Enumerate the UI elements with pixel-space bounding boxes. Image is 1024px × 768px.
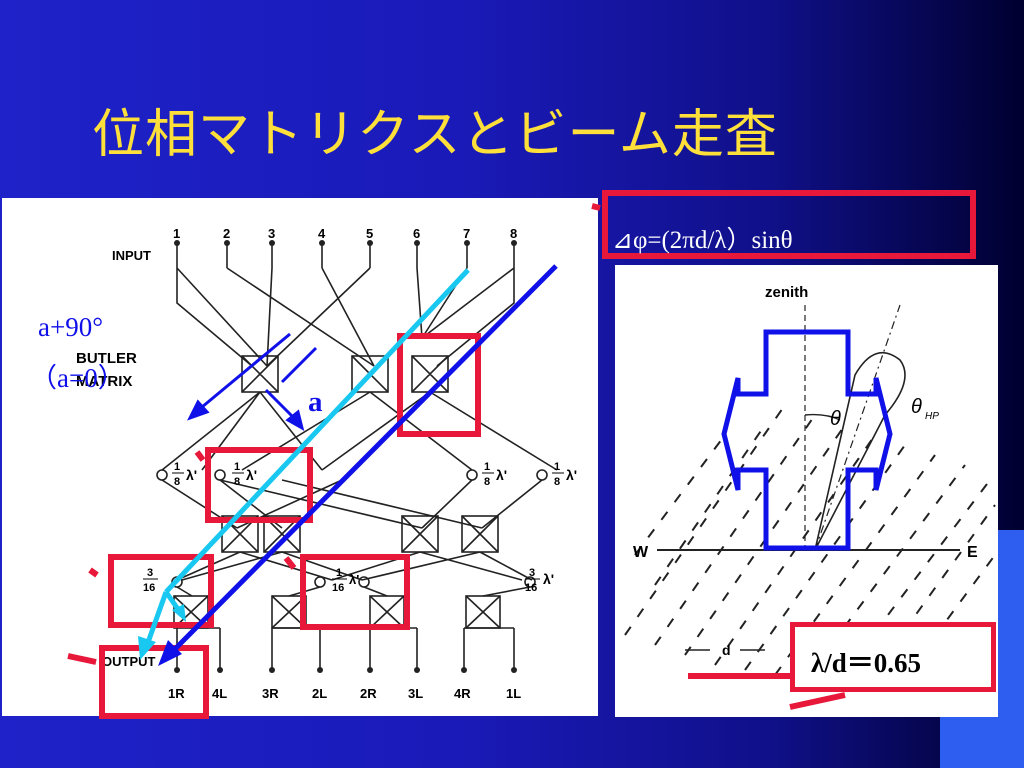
output-label: OUTPUT bbox=[102, 654, 156, 669]
phase-shift-1-8: 1 8 λ' bbox=[552, 461, 577, 488]
output-port-label: 1L bbox=[506, 686, 521, 701]
svg-text:3: 3 bbox=[147, 567, 153, 579]
red-tick bbox=[283, 556, 297, 570]
signal-path-arrow-cyan-head bbox=[138, 636, 156, 660]
east-label: E bbox=[967, 544, 978, 561]
input-port-label: 5 bbox=[366, 226, 373, 241]
output-port-label: 4R bbox=[454, 686, 471, 701]
svg-text:λ': λ' bbox=[496, 467, 507, 483]
input-port-label: 8 bbox=[510, 226, 517, 241]
phase-arrow-right-head bbox=[285, 409, 305, 432]
signal-path-arrow-cyan bbox=[164, 268, 470, 594]
ratio-text: λ/d＝0.65 bbox=[811, 648, 922, 678]
signal-path-arrow-blue-head bbox=[158, 640, 182, 666]
output-port-label: 3L bbox=[408, 686, 423, 701]
theta-hp-subscript: HP bbox=[925, 411, 939, 422]
matrix-label-1: BUTLER bbox=[76, 350, 137, 367]
svg-text:1: 1 bbox=[336, 567, 342, 579]
svg-text:8: 8 bbox=[174, 476, 180, 488]
phase-label-a0: （a=0） bbox=[30, 363, 125, 393]
ratio-callout: λ/d＝0.65 bbox=[790, 622, 996, 692]
phase-formula: ⊿φ=(2πd/λ）sinθ bbox=[612, 227, 793, 254]
phase-label-a90: a+90° bbox=[38, 312, 104, 342]
input-port-label: 6 bbox=[413, 226, 420, 241]
output-shifter-highlight-box bbox=[108, 554, 214, 628]
red-connector bbox=[789, 692, 846, 710]
output-port-highlight-box bbox=[99, 645, 209, 719]
center-shifter-highlight-box bbox=[300, 554, 410, 630]
svg-text:1: 1 bbox=[484, 461, 490, 473]
phase-arrow-left-head bbox=[186, 399, 210, 421]
phase-label-a: a bbox=[308, 386, 323, 418]
svg-text:8: 8 bbox=[484, 476, 490, 488]
output-port-label: 2L bbox=[312, 686, 327, 701]
phase-shift-1-8: 1 8 λ' bbox=[482, 461, 507, 488]
svg-text:1: 1 bbox=[554, 461, 560, 473]
svg-text:λ': λ' bbox=[246, 467, 257, 483]
output-port-label: 3R bbox=[262, 686, 279, 701]
west-label: W bbox=[633, 544, 649, 561]
svg-text:3: 3 bbox=[529, 567, 535, 579]
hybrid-highlight-box bbox=[397, 333, 481, 437]
theta-hp-label: θ bbox=[911, 396, 922, 418]
red-tick bbox=[194, 450, 206, 462]
svg-text:8: 8 bbox=[234, 476, 240, 488]
shifter-highlight-box bbox=[205, 447, 313, 523]
input-label: INPUT bbox=[112, 248, 151, 263]
svg-text:8: 8 bbox=[554, 476, 560, 488]
beam-lobe bbox=[814, 351, 906, 551]
input-port-label: 1 bbox=[173, 226, 180, 241]
theta-label: θ bbox=[830, 408, 841, 430]
phase-arrow-right bbox=[264, 388, 298, 422]
phase-shift-1-16: 1 16 λ' bbox=[332, 567, 359, 594]
phase-arrow-left bbox=[195, 332, 291, 414]
formula-highlight-box bbox=[602, 190, 976, 259]
output-port-label: 2R bbox=[360, 686, 377, 701]
svg-text:1: 1 bbox=[234, 461, 240, 473]
red-tick bbox=[67, 653, 97, 665]
svg-text:16: 16 bbox=[332, 582, 344, 594]
red-tick bbox=[591, 203, 601, 211]
svg-text:λ': λ' bbox=[566, 467, 577, 483]
svg-text:λ': λ' bbox=[186, 467, 197, 483]
svg-text:16: 16 bbox=[525, 582, 537, 594]
svg-text:λ': λ' bbox=[543, 571, 554, 587]
input-port-label: 3 bbox=[268, 226, 275, 241]
input-port-label: 7 bbox=[463, 226, 470, 241]
beam-axis bbox=[814, 304, 901, 551]
beam-scan-arrow bbox=[721, 329, 893, 551]
zenith-label: zenith bbox=[765, 284, 808, 301]
slide-title: 位相マトリクスとビーム走査 bbox=[92, 105, 778, 165]
signal-path-arrow-blue bbox=[168, 264, 558, 656]
svg-text:1: 1 bbox=[174, 461, 180, 473]
input-port-label: 4 bbox=[318, 226, 326, 241]
output-port-label: 1R bbox=[168, 686, 185, 701]
input-port-label: 2 bbox=[223, 226, 230, 241]
svg-text:λ': λ' bbox=[349, 572, 359, 587]
svg-text:16: 16 bbox=[143, 582, 155, 594]
phase-shift-1-8: 1 8 λ' bbox=[232, 461, 257, 488]
output-port-label: 4L bbox=[212, 686, 227, 701]
matrix-label-2: MATRIX bbox=[76, 373, 132, 390]
phase-shift-3-16: 3 16 λ' bbox=[525, 567, 554, 594]
phase-shift-1-8: 1 8 λ' bbox=[172, 461, 197, 488]
spacing-label: d bbox=[722, 642, 731, 658]
phase-shift-3-16: 3 16 bbox=[143, 567, 158, 594]
red-tick bbox=[88, 567, 99, 578]
